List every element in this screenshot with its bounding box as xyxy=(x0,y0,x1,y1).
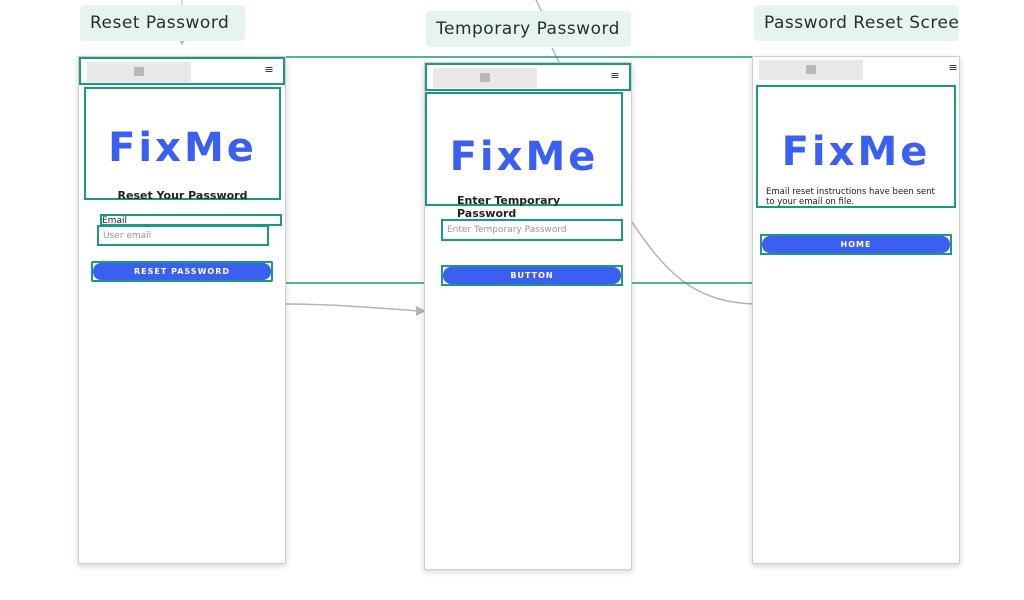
hero-section: FixMe Reset Your Password xyxy=(84,87,281,202)
top-app-bar: ≡ xyxy=(79,57,285,85)
top-app-bar: ≡ xyxy=(753,57,959,85)
confirmation-message: Email reset instructions have been sent … xyxy=(766,187,935,207)
fixme-logo: FixMe xyxy=(449,134,599,180)
hamburger-menu-icon[interactable]: ≡ xyxy=(610,69,620,82)
email-input[interactable]: User email xyxy=(97,225,269,246)
image-icon xyxy=(134,67,144,76)
phone-frame-password-reset-screen[interactable]: ≡ FixMe Email reset instructions have be… xyxy=(752,56,960,564)
connector-frame1-to-frame2 xyxy=(285,303,419,312)
submit-button-outline xyxy=(441,265,623,286)
email-placeholder: User email xyxy=(103,231,152,241)
hero-section: FixMe Email reset instructions have been… xyxy=(756,85,956,208)
fixme-logo: FixMe xyxy=(781,129,931,175)
home-button-outline xyxy=(760,234,952,255)
phone-frame-temporary-password[interactable]: ≡ FixMe Enter Temporary Password Enter T… xyxy=(424,62,632,570)
header-image-placeholder xyxy=(759,60,863,80)
frame-label-password-reset-screen[interactable]: Password Reset Screen xyxy=(754,5,959,41)
fixme-logo: FixMe xyxy=(108,125,257,171)
image-icon xyxy=(806,65,816,74)
reset-password-button-outline xyxy=(91,261,273,282)
home-button[interactable]: HOME xyxy=(762,236,950,253)
header-image-placeholder xyxy=(87,62,191,82)
frame-label-temporary-password[interactable]: Temporary Password xyxy=(426,11,631,47)
frame-label-reset-password[interactable]: Reset Password xyxy=(80,5,245,41)
phone-frame-reset-password[interactable]: ≡ FixMe Reset Your Password Email User e… xyxy=(78,56,286,564)
hamburger-menu-icon[interactable]: ≡ xyxy=(948,61,958,74)
image-icon xyxy=(480,73,490,82)
hamburger-menu-icon[interactable]: ≡ xyxy=(264,63,274,76)
top-app-bar: ≡ xyxy=(425,63,631,91)
email-label: Email xyxy=(102,216,127,226)
page-title: Reset Your Password xyxy=(117,189,248,202)
temporary-password-placeholder: Enter Temporary Password xyxy=(447,225,567,235)
connector-frame2-to-frame3 xyxy=(631,221,755,305)
temporary-password-input[interactable]: Enter Temporary Password xyxy=(441,219,623,241)
reset-password-button[interactable]: RESET PASSWORD xyxy=(93,263,271,280)
submit-button[interactable]: BUTTON xyxy=(443,267,621,284)
page-title: Enter Temporary Password xyxy=(457,194,561,220)
hero-section: FixMe Enter Temporary Password xyxy=(425,92,623,220)
header-image-placeholder xyxy=(433,68,537,88)
